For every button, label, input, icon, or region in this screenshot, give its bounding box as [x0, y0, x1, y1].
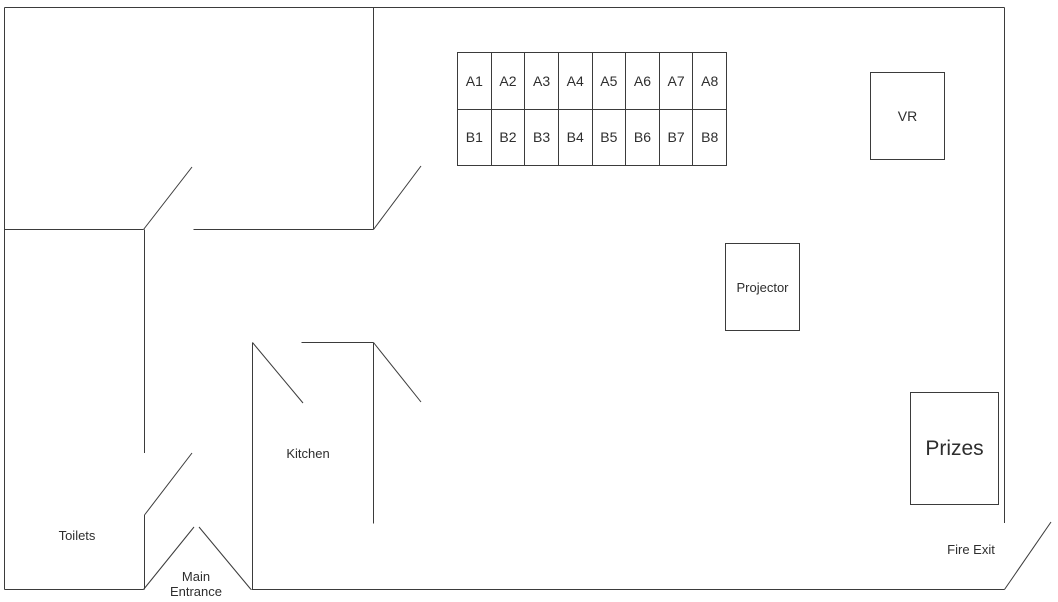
kitchen-door-swing-left	[252, 342, 304, 404]
seat-b1: B1	[457, 108, 492, 166]
prizes-box: Prizes	[910, 392, 999, 505]
main-entrance-label: Main Entrance	[169, 569, 223, 600]
seat-row-b: B1 B2 B3 B4 B5 B6 B7 B8	[457, 108, 727, 166]
kitchen-label: Kitchen	[286, 446, 330, 461]
seat-b2: B2	[490, 108, 526, 166]
fire-exit-door-swing	[1004, 521, 1052, 590]
upper-room-door-swing-right	[373, 165, 422, 230]
seat-a2: A2	[490, 52, 526, 110]
seat-b6: B6	[625, 108, 660, 166]
main-entrance-door-swing-right	[198, 526, 252, 590]
projector-box: Projector	[725, 243, 800, 331]
upper-room-door-swing-left	[143, 166, 193, 230]
interior-walls	[4, 7, 374, 590]
projector-label: Projector	[736, 279, 789, 295]
seating-grid: A1 A2 A3 A4 A5 A6 A7 A8 B1 B2 B3 B4 B5 B…	[457, 52, 727, 166]
seat-a1: A1	[457, 52, 492, 110]
kitchen-door-swing-right	[373, 342, 422, 403]
seat-a3: A3	[524, 52, 559, 110]
fire-exit-label: Fire Exit	[947, 542, 995, 557]
toilets-door-swing	[144, 452, 193, 516]
vr-station-box: VR	[870, 72, 945, 160]
door-swings	[143, 165, 1052, 590]
seat-b4: B4	[557, 108, 593, 166]
seat-b8: B8	[692, 108, 727, 166]
seat-a8: A8	[692, 52, 727, 110]
seat-a7: A7	[658, 52, 694, 110]
toilets-label: Toilets	[58, 528, 96, 543]
seat-row-a: A1 A2 A3 A4 A5 A6 A7 A8	[457, 52, 727, 110]
seat-a6: A6	[625, 52, 660, 110]
outer-walls	[4, 7, 1005, 590]
vr-station-label: VR	[897, 108, 918, 124]
prizes-label: Prizes	[925, 436, 984, 460]
seat-a4: A4	[557, 52, 593, 110]
seat-a5: A5	[591, 52, 627, 110]
seat-b5: B5	[591, 108, 627, 166]
main-entrance-door-swing-left	[143, 526, 195, 590]
seat-b3: B3	[524, 108, 559, 166]
seat-b7: B7	[658, 108, 694, 166]
